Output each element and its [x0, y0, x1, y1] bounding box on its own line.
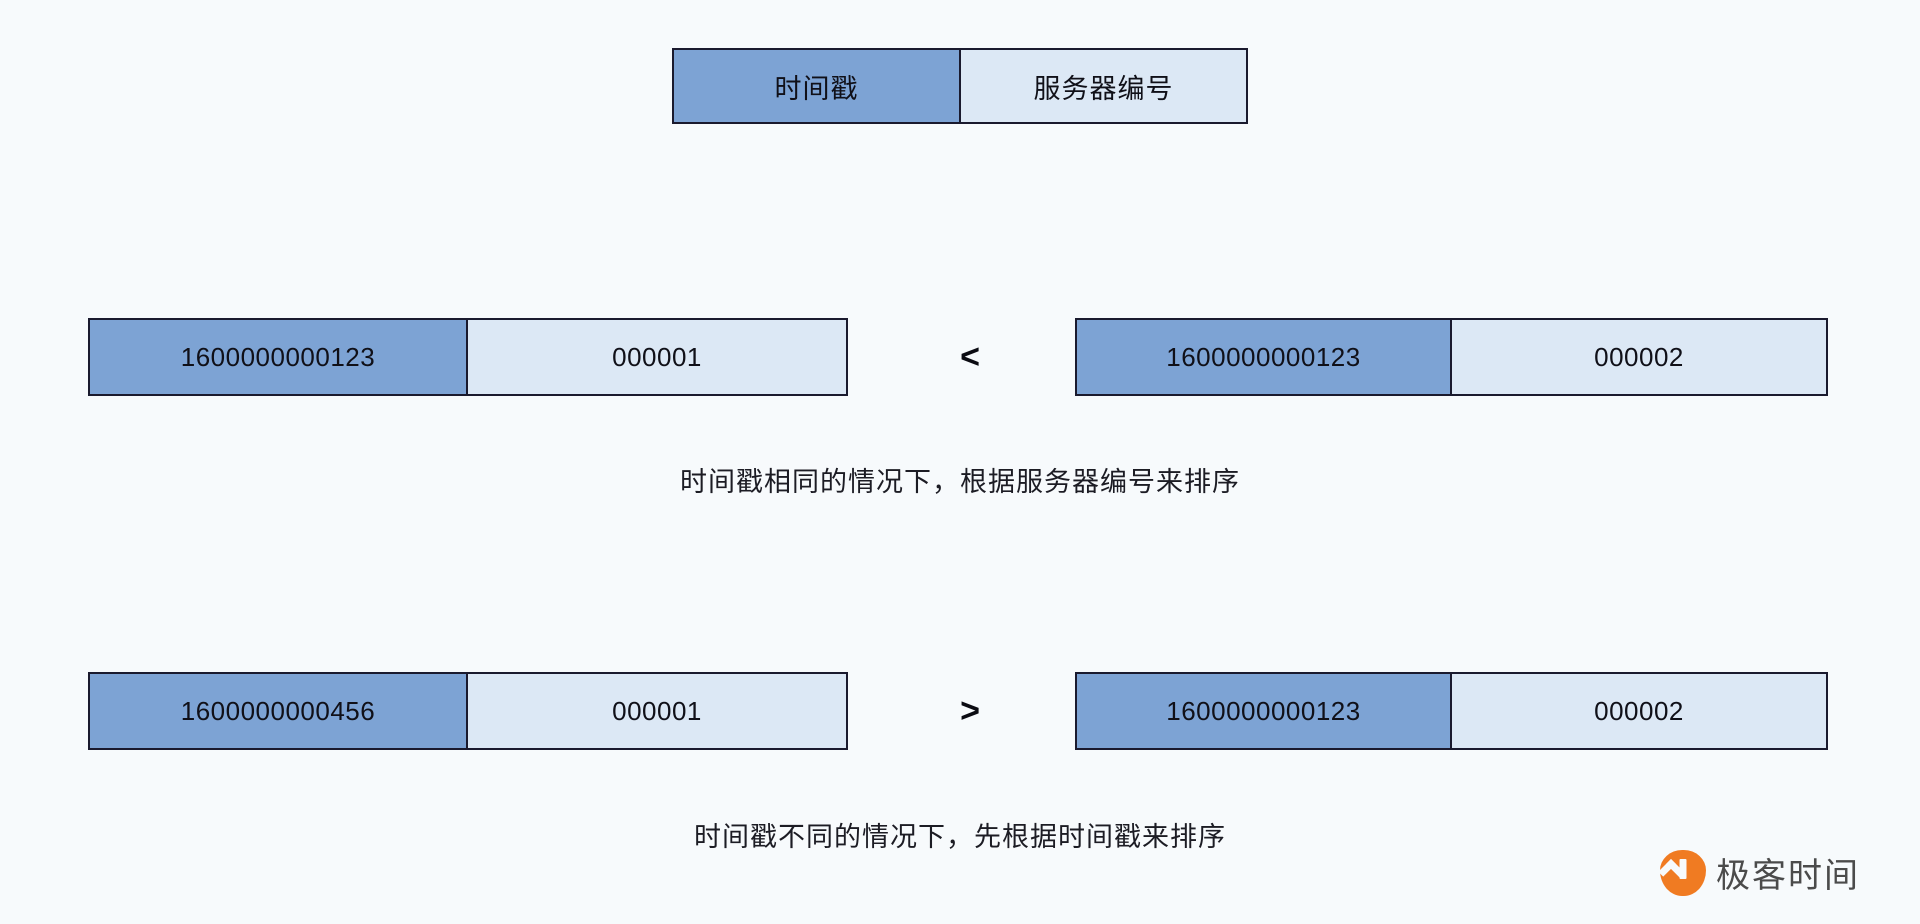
row-1-comparison-operator: < — [960, 337, 980, 376]
row-2-right-timestamp: 1600000000123 — [1077, 674, 1452, 748]
row-2-left-id-bar: 1600000000456 000001 — [88, 672, 848, 750]
row-1-left-timestamp: 1600000000123 — [90, 320, 468, 394]
legend-field-layout-bar: 时间戳 服务器编号 — [672, 48, 1248, 124]
legend-timestamp-cell: 时间戳 — [674, 50, 961, 122]
row-1-right-timestamp: 1600000000123 — [1077, 320, 1452, 394]
row-1-left-server-id: 000001 — [468, 320, 846, 394]
comparison-row-1: 1600000000123 000001 < 1600000000123 000… — [0, 318, 1920, 398]
comparison-row-2-caption: 时间戳不同的情况下，先根据时间戳来排序 — [694, 822, 1226, 852]
legend-server-id-cell: 服务器编号 — [961, 50, 1246, 122]
comparison-row-2: 1600000000456 000001 > 1600000000123 000… — [0, 672, 1920, 752]
row-2-left-timestamp: 1600000000456 — [90, 674, 468, 748]
watermark-label: 极客时间 — [1716, 857, 1860, 895]
watermark: 极客时间 — [1660, 848, 1860, 897]
row-1-right-id-bar: 1600000000123 000002 — [1075, 318, 1828, 396]
comparison-row-1-caption: 时间戳相同的情况下，根据服务器编号来排序 — [680, 467, 1240, 497]
row-1-right-server-id: 000002 — [1452, 320, 1826, 394]
row-2-right-server-id: 000002 — [1452, 674, 1826, 748]
row-2-comparison-operator: > — [960, 691, 980, 730]
geektime-logo-icon — [1660, 849, 1706, 896]
row-2-right-id-bar: 1600000000123 000002 — [1075, 672, 1828, 750]
row-2-left-server-id: 000001 — [468, 674, 846, 748]
row-1-left-id-bar: 1600000000123 000001 — [88, 318, 848, 396]
